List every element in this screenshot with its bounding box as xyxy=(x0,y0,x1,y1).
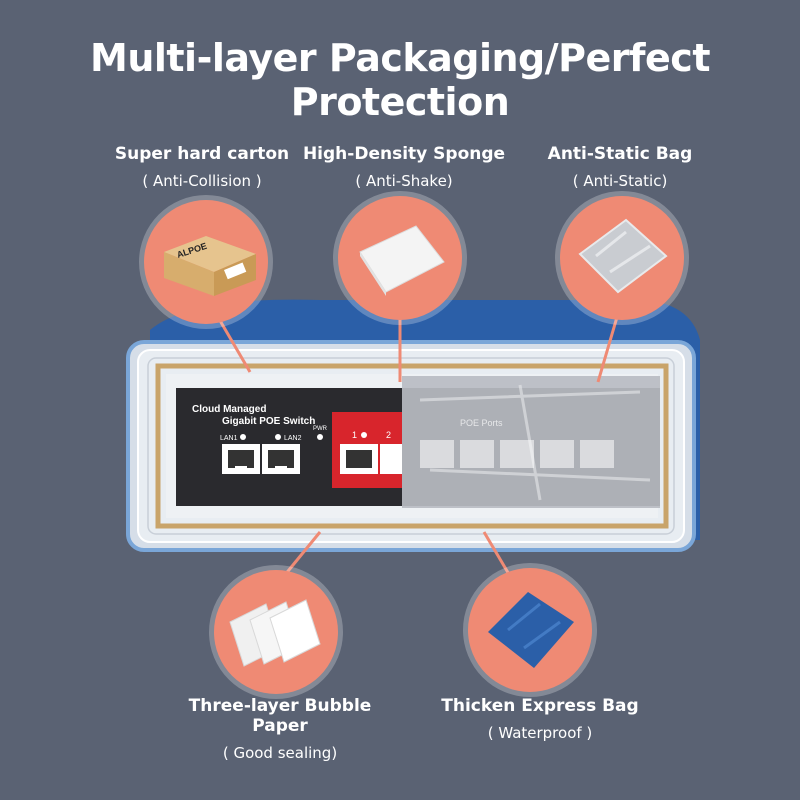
lan-port-1 xyxy=(222,444,260,474)
circle-carton: ALPOE xyxy=(144,200,268,324)
label-sponge-note: ( Anti-Shake) xyxy=(355,172,453,190)
circle-express xyxy=(468,568,592,692)
label-bubble-note: ( Good sealing) xyxy=(222,744,338,762)
circle-bubble xyxy=(214,570,338,694)
page-title: Multi-layer Packaging/Perfect Protection xyxy=(90,36,711,124)
label-bubble: Three-layer Bubble Paper ( Good sealing) xyxy=(160,696,400,762)
label-express-name: Thicken Express Bag xyxy=(441,696,639,716)
label-express: Thicken Express Bag ( Waterproof ) xyxy=(420,696,660,742)
label-sponge: High-Density Sponge ( Anti-Shake) xyxy=(284,144,524,190)
express-bag-icon xyxy=(488,592,574,668)
carton-layer xyxy=(155,363,669,529)
circle-antistatic xyxy=(560,196,684,320)
device-line1: Cloud Managed xyxy=(192,404,266,415)
label-antistatic-note: ( Anti-Static) xyxy=(572,172,668,190)
pwr-label: PWR xyxy=(313,426,328,432)
label-carton-name: Super hard carton xyxy=(114,144,290,164)
label-carton: Super hard carton ( Anti-Collision ) xyxy=(82,144,322,190)
label-bubble-name: Three-layer Bubble Paper xyxy=(188,696,372,736)
lan2-label: LAN2 xyxy=(284,435,302,442)
label-antistatic: Anti-Static Bag ( Anti-Static) xyxy=(500,144,740,190)
anti-static-bag-icon xyxy=(578,218,668,294)
device-line2: Gigabit POE Switch xyxy=(222,416,315,427)
label-antistatic-name: Anti-Static Bag xyxy=(547,144,693,164)
lan-port-2 xyxy=(262,444,300,474)
bubble-paper-icon xyxy=(229,599,321,667)
circle-sponge xyxy=(338,196,462,320)
lan1-label: LAN1 xyxy=(220,435,238,442)
carton-box-icon: ALPOE xyxy=(164,236,256,296)
port1-label: 1 xyxy=(352,430,357,440)
label-express-note: ( Waterproof ) xyxy=(487,724,593,742)
sponge-sheet-icon xyxy=(359,225,445,296)
port2-label: 2 xyxy=(386,430,391,440)
poe-ports-label: POE Ports xyxy=(460,418,503,428)
label-sponge-name: High-Density Sponge xyxy=(302,144,506,164)
connector-bubble xyxy=(282,531,322,577)
connector-express xyxy=(482,531,512,577)
label-carton-note: ( Anti-Collision ) xyxy=(142,172,262,190)
